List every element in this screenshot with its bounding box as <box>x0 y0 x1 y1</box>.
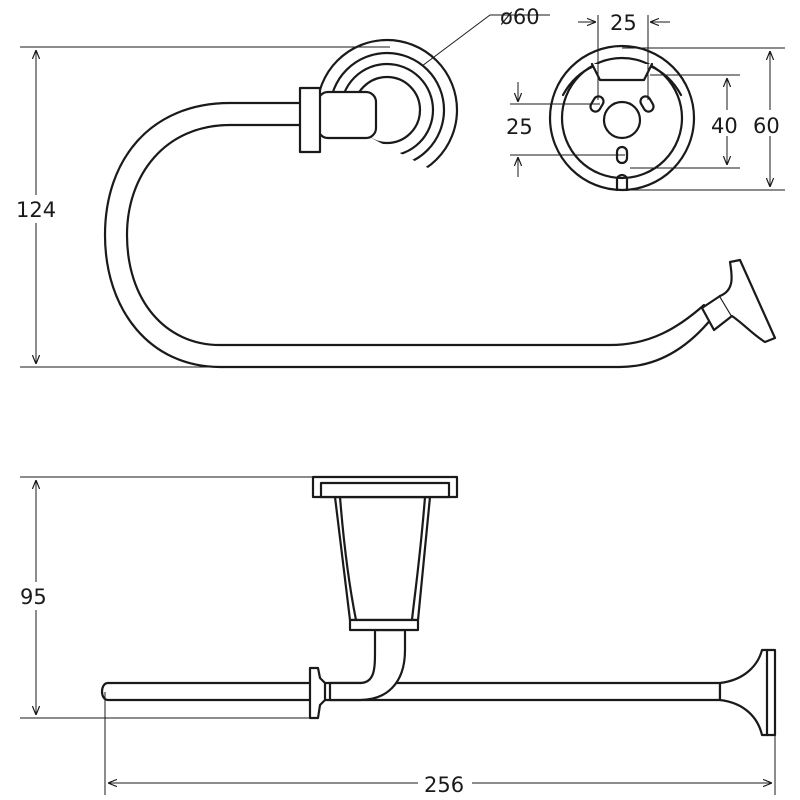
hole-spacing-vertical-label: 25 <box>506 115 533 139</box>
dimension-25-vertical: 25 <box>506 82 625 177</box>
hole-spacing-horizontal-label: 25 <box>610 11 637 35</box>
depth-label: 95 <box>20 585 47 609</box>
towel-ring-arm <box>103 86 777 369</box>
side-view: 95 256 <box>14 475 777 797</box>
dimension-95: 95 <box>14 476 313 719</box>
plate-height-label: 60 <box>753 114 780 138</box>
mount-view: 25 25 40 60 <box>506 11 788 192</box>
dimension-60: 60 <box>622 47 788 191</box>
dimension-25-horizontal: 25 <box>578 11 670 100</box>
slot-height-label: 40 <box>711 114 738 138</box>
dimension-height-124: 124 <box>10 46 390 368</box>
dimension-40: 40 <box>630 74 744 169</box>
height-label: 124 <box>16 198 56 222</box>
length-label: 256 <box>424 773 464 797</box>
top-view: 124 ø60 <box>10 5 777 369</box>
dimension-diameter: ø60 <box>421 5 550 67</box>
dimension-256: 256 <box>104 692 776 797</box>
diameter-label: ø60 <box>500 5 540 29</box>
